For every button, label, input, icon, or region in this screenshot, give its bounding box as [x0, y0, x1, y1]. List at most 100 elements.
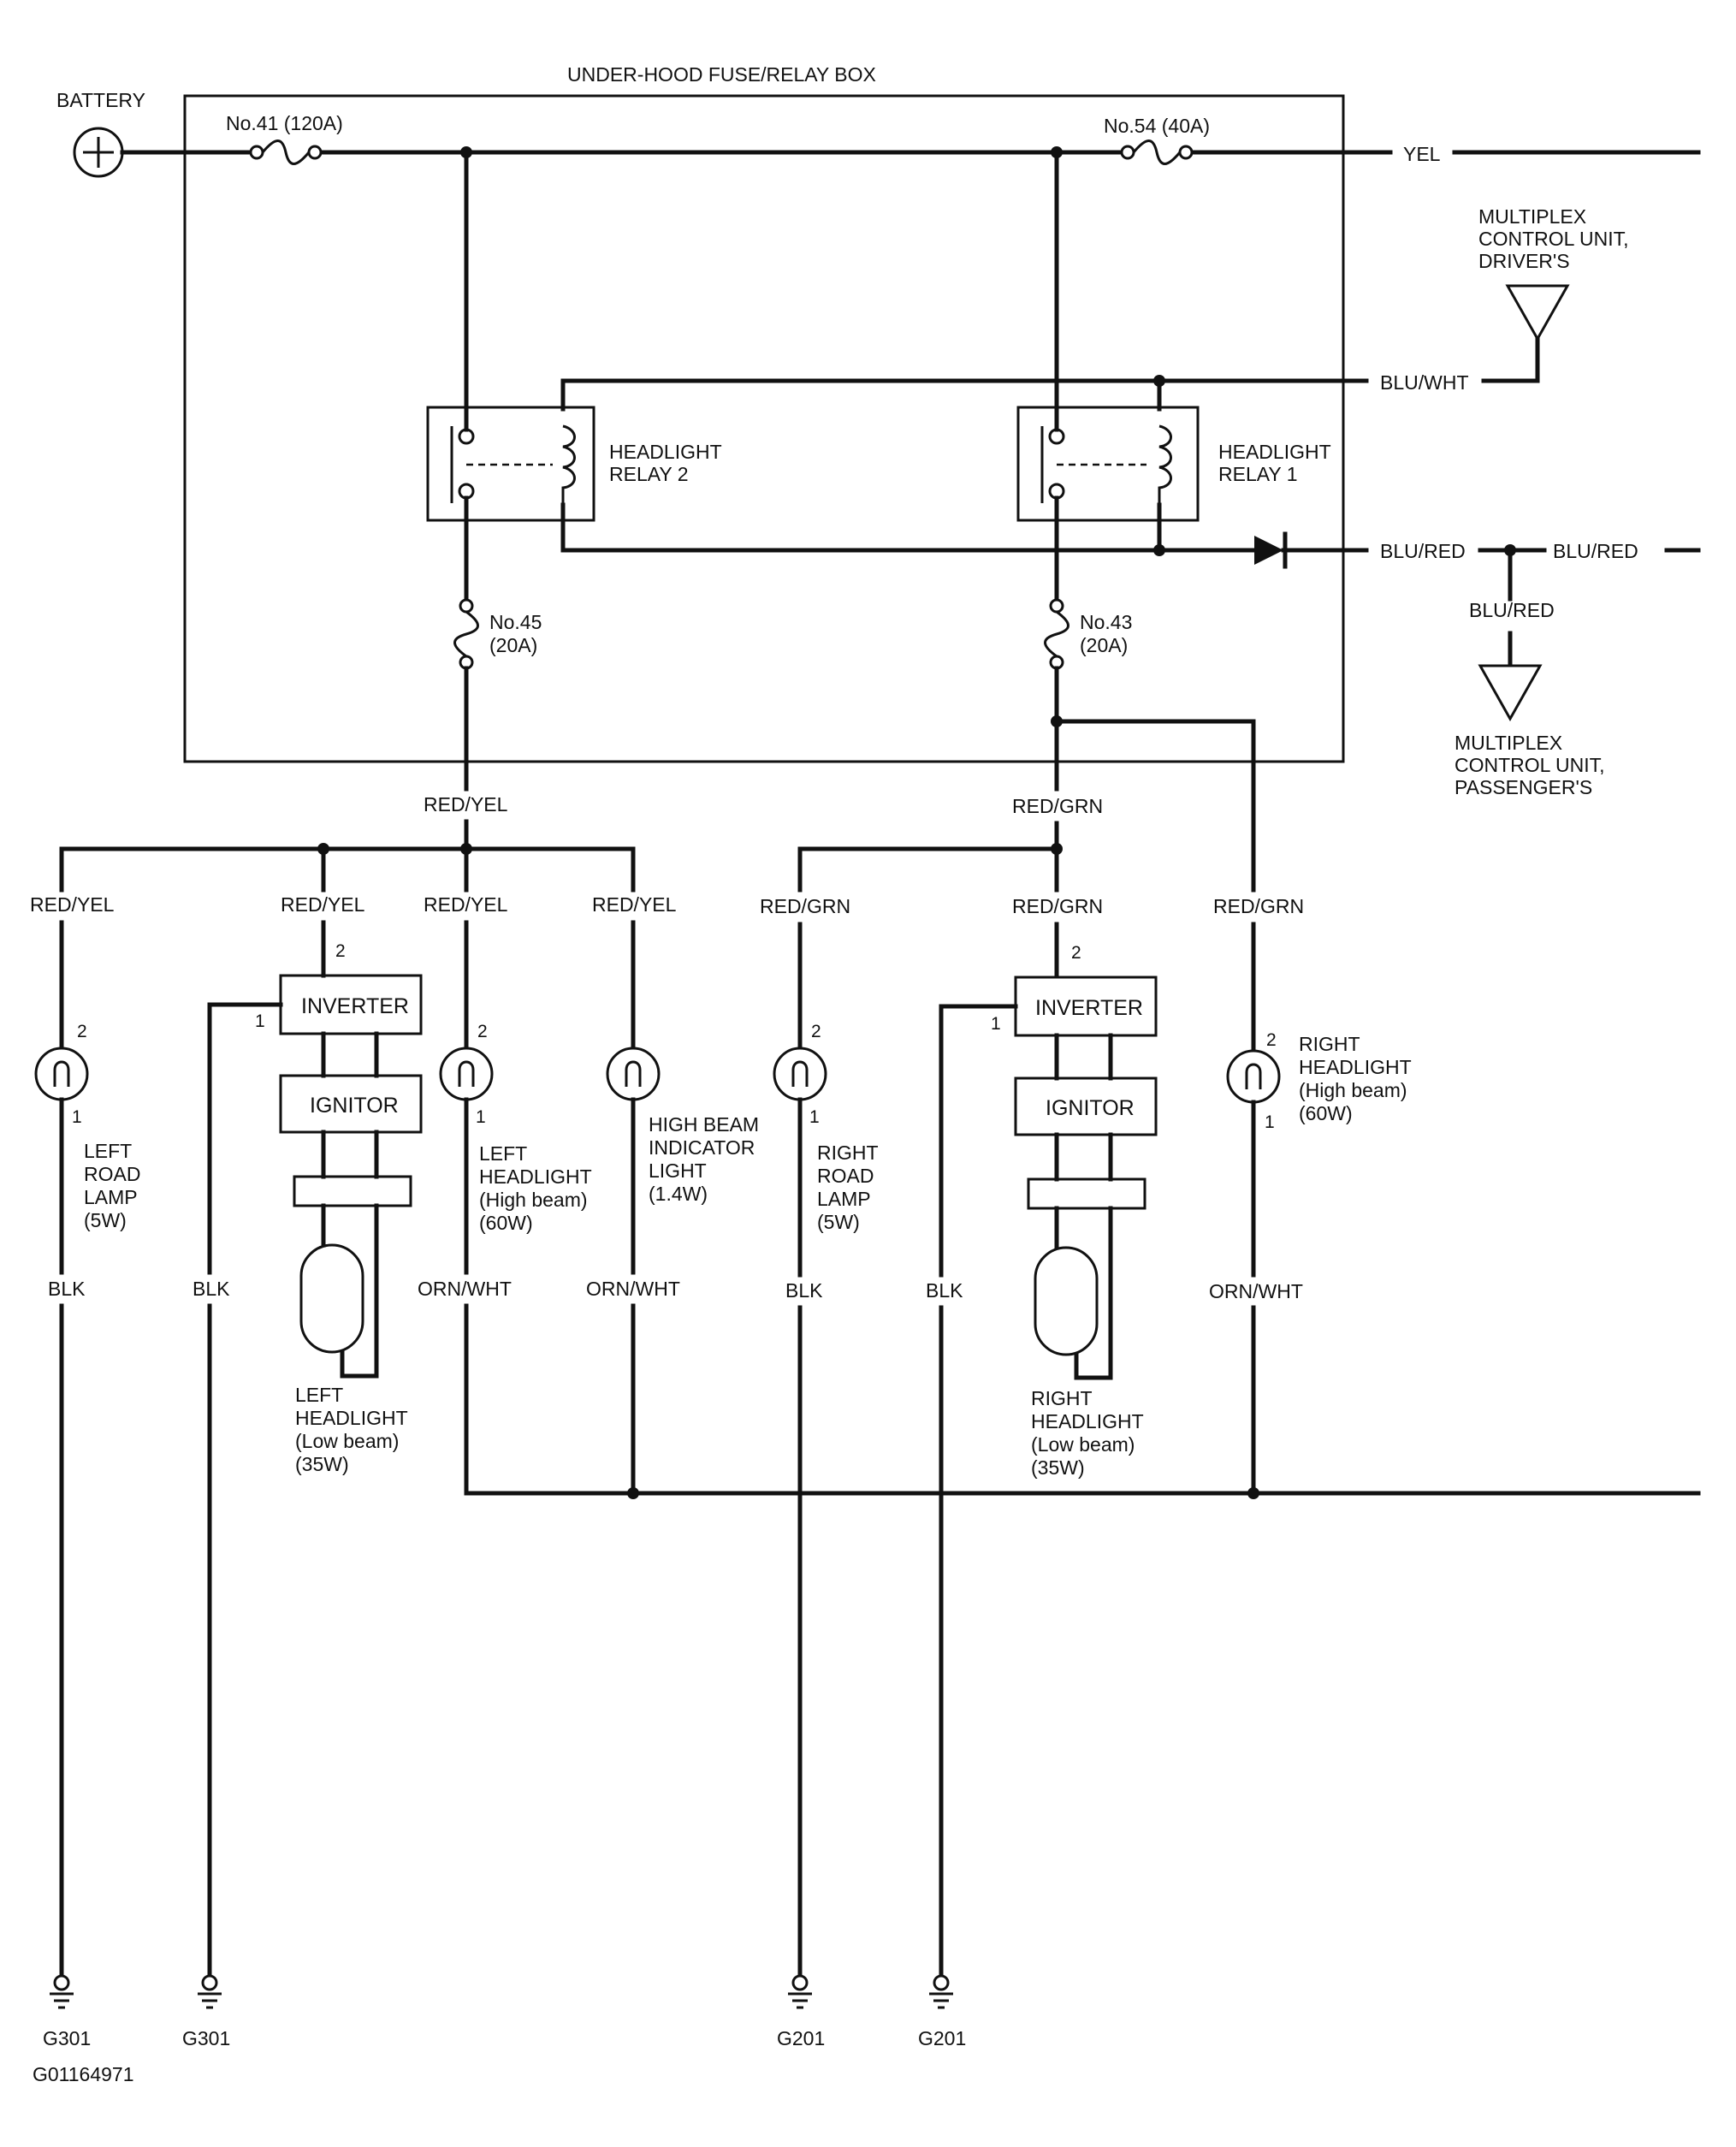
orn-wht-label-2: ORN/WHT: [586, 1278, 680, 1300]
blk-label-2: BLK: [193, 1278, 230, 1300]
junction-dot: [1153, 375, 1165, 387]
left-low-beam-label-1: LEFT: [295, 1384, 343, 1406]
left-high-beam-bulb-icon: [439, 1047, 494, 1101]
relay-2-label-1: HEADLIGHT: [609, 441, 722, 463]
ground-icon: [929, 1974, 953, 2009]
inverter-right-label: INVERTER: [1035, 996, 1143, 1020]
pin-2-label: 2: [77, 1022, 87, 1041]
junction-dot: [1153, 544, 1165, 556]
blk-label-1: BLK: [48, 1278, 86, 1300]
junction-dot: [1504, 544, 1516, 556]
right-high-beam-bulb-icon: [1226, 1049, 1281, 1104]
mcu-driver-connector-icon: [1505, 284, 1570, 342]
blu-red-label-down: BLU/RED: [1469, 599, 1555, 621]
pin-1-label: 1: [991, 1014, 1001, 1034]
red-grn-label-3: RED/GRN: [1213, 895, 1304, 917]
ignitor-right-label: IGNITOR: [1046, 1096, 1135, 1120]
battery-symbol: [73, 127, 124, 178]
left-low-beam-label-4: (35W): [295, 1453, 349, 1475]
mcu-driver-label-1: MULTIPLEX: [1478, 205, 1586, 228]
left-low-beam-socket: [293, 1175, 412, 1207]
right-high-beam-label-1: RIGHT: [1299, 1033, 1360, 1055]
headlight-relay-2: [426, 406, 595, 522]
pin-2-label: 2: [335, 941, 346, 961]
mcu-passenger-label-2: CONTROL UNIT,: [1455, 754, 1605, 776]
pin-2-label: 2: [811, 1022, 821, 1041]
pin-2-label: 2: [1266, 1030, 1277, 1050]
indicator-label-1: HIGH BEAM: [649, 1113, 759, 1136]
ground-icon: [198, 1974, 222, 2009]
ground-icon: [788, 1974, 812, 2009]
fuse-relay-box: [183, 94, 1345, 763]
ground-icon: [50, 1974, 74, 2009]
fuse-45-name: No.45: [489, 611, 542, 633]
right-low-beam-label-4: (35W): [1031, 1456, 1085, 1479]
junction-dot: [627, 1487, 639, 1499]
mcu-driver-label-2: CONTROL UNIT,: [1478, 228, 1629, 250]
fuse-43-rating: (20A): [1080, 634, 1128, 656]
right-low-beam-bulb-icon: [1034, 1246, 1099, 1356]
right-road-lamp-label-4: (5W): [817, 1211, 860, 1233]
ground-g301-1: G301: [43, 2027, 91, 2049]
fuse-41: [249, 139, 323, 165]
pin-1-label: 1: [809, 1107, 820, 1127]
yel-wire-label: YEL: [1403, 143, 1441, 165]
right-low-beam-label-3: (Low beam): [1031, 1433, 1135, 1456]
junction-dot: [1247, 1487, 1259, 1499]
junction-dot: [1051, 715, 1063, 727]
right-road-lamp-bulb-icon: [773, 1047, 827, 1101]
fuse-43-name: No.43: [1080, 611, 1132, 633]
mcu-passenger-label-1: MULTIPLEX: [1455, 732, 1562, 754]
pin-1-label: 1: [476, 1107, 486, 1127]
red-grn-feed-label: RED/GRN: [1012, 795, 1103, 817]
indicator-label-4: (1.4W): [649, 1183, 708, 1205]
red-yel-label-3: RED/YEL: [424, 893, 508, 916]
headlight-relay-1: [1016, 406, 1200, 522]
mcu-passenger-connector-icon: [1478, 664, 1543, 722]
fuse-45: [453, 598, 479, 670]
right-low-beam-socket: [1027, 1177, 1146, 1210]
relay-1-label-2: RELAY 1: [1218, 463, 1297, 485]
pin-2-label: 2: [477, 1022, 488, 1041]
orn-wht-label-1: ORN/WHT: [418, 1278, 512, 1300]
blk-label-4: BLK: [926, 1279, 963, 1302]
mcu-driver-label-3: DRIVER'S: [1478, 250, 1570, 272]
pin-2-label: 2: [1071, 943, 1081, 963]
red-yel-label-2: RED/YEL: [281, 893, 365, 916]
left-high-beam-label-3: (High beam): [479, 1189, 588, 1211]
left-high-beam-label-2: HEADLIGHT: [479, 1165, 592, 1188]
diode-icon: [1254, 531, 1288, 569]
blk-label-3: BLK: [785, 1279, 823, 1302]
fuse-relay-box-title: UNDER-HOOD FUSE/RELAY BOX: [567, 63, 876, 86]
right-low-beam-label-2: HEADLIGHT: [1031, 1410, 1144, 1432]
pin-1-label: 1: [255, 1011, 265, 1031]
right-high-beam-label-4: (60W): [1299, 1102, 1353, 1124]
left-road-lamp-label-2: ROAD: [84, 1163, 140, 1185]
right-high-beam-label-3: (High beam): [1299, 1079, 1407, 1101]
orn-wht-label-3: ORN/WHT: [1209, 1280, 1303, 1302]
ground-g301-2: G301: [182, 2027, 230, 2049]
red-yel-feed-label: RED/YEL: [424, 793, 508, 816]
red-yel-label-4: RED/YEL: [592, 893, 677, 916]
right-road-lamp-label-2: ROAD: [817, 1165, 874, 1187]
right-road-lamp-label-1: RIGHT: [817, 1142, 879, 1164]
right-low-beam-label-1: RIGHT: [1031, 1387, 1093, 1409]
pin-1-label: 1: [1265, 1112, 1275, 1132]
blu-wht-wire: [560, 378, 1369, 412]
left-road-lamp-label-1: LEFT: [84, 1140, 132, 1162]
blu-red-label-right: BLU/RED: [1553, 540, 1638, 562]
fuse-41-label: No.41 (120A): [226, 112, 343, 134]
red-grn-label-1: RED/GRN: [760, 895, 850, 917]
fuse-43: [1044, 598, 1069, 670]
left-low-beam-label-3: (Low beam): [295, 1430, 399, 1452]
indicator-label-2: INDICATOR: [649, 1136, 755, 1159]
red-grn-label-2: RED/GRN: [1012, 895, 1103, 917]
blu-red-label-box: BLU/RED: [1380, 540, 1466, 562]
inverter-left-label: INVERTER: [301, 994, 409, 1018]
ground-g201-2: G201: [918, 2027, 966, 2049]
blu-wht-wire-label: BLU/WHT: [1380, 371, 1469, 394]
pin-1-label: 1: [72, 1107, 82, 1127]
fuse-54-label: No.54 (40A): [1104, 115, 1210, 137]
fuse-54: [1120, 139, 1194, 165]
